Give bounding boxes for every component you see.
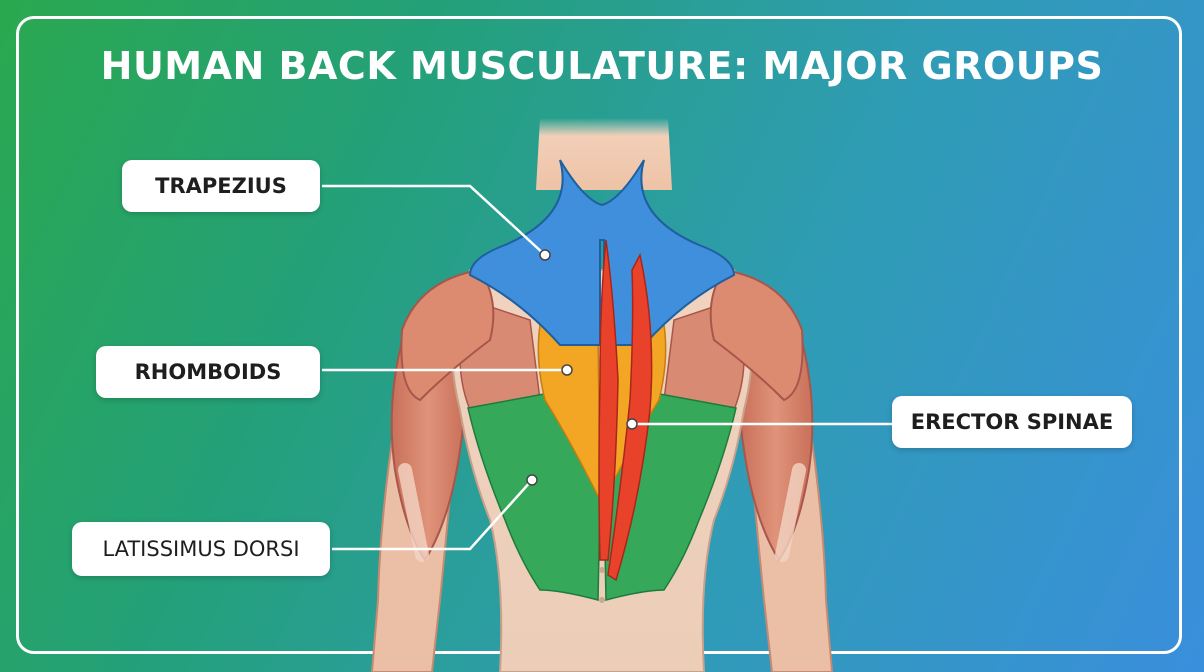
trapezius — [468, 159, 736, 346]
neck — [536, 118, 672, 190]
erector-spinae-dot — [626, 418, 638, 430]
label-erector-spinae: ERECTOR SPINAE — [892, 396, 1132, 448]
label-rhomboids: RHOMBOIDS — [96, 346, 320, 398]
leader-lines — [322, 184, 892, 551]
erector-spinae-right — [607, 252, 653, 582]
diagram-title: HUMAN BACK MUSCULATURE: MAJOR GROUPS — [100, 44, 1104, 88]
rhomboids-dot — [561, 364, 573, 376]
latissimus-leader — [332, 479, 533, 551]
latissimus-dot — [526, 474, 538, 486]
right-deltoid — [709, 268, 804, 402]
label-trapezius: TRAPEZIUS — [122, 160, 320, 212]
trapezius-leader — [322, 184, 546, 256]
latissimus-dorsi-left — [467, 391, 601, 601]
label-latissimus-dorsi: LATISSIMUS DORSI — [72, 522, 330, 576]
trapezius-dot — [539, 249, 551, 261]
left-deltoid — [400, 268, 495, 402]
erector-spinae-left — [598, 239, 619, 561]
leader-dots — [526, 249, 638, 486]
